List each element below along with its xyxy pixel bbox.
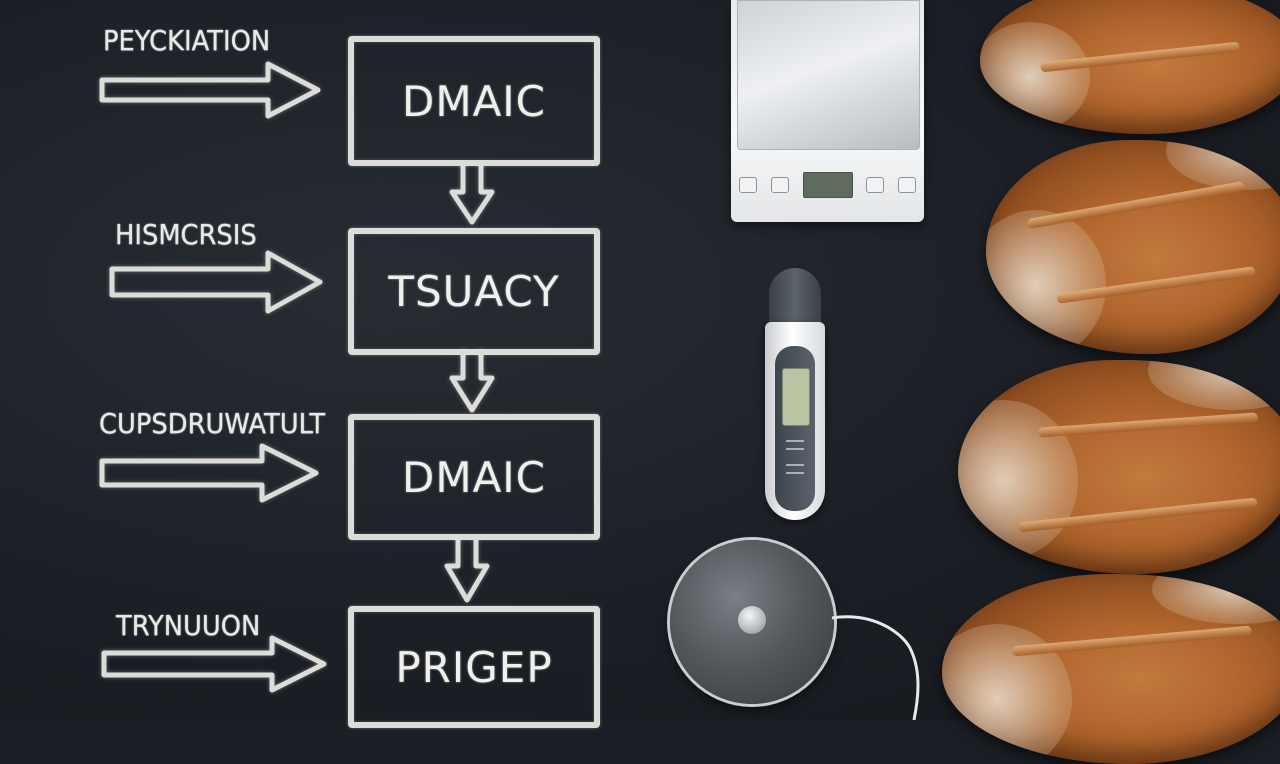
chalk-label-3: CUPSDRUWATULT xyxy=(99,407,326,440)
thermometer-cap xyxy=(769,268,821,328)
scale-button-icon xyxy=(866,177,885,193)
arrow-right-1 xyxy=(99,61,321,119)
arrow-right-3 xyxy=(99,443,319,503)
scale-control-panel xyxy=(739,165,916,205)
scale-button-icon xyxy=(770,177,789,193)
chalk-label-4: TRYNUUON xyxy=(116,609,261,642)
process-step-1: DMAIC xyxy=(348,36,600,166)
thermometer-mark xyxy=(786,464,804,474)
bread-loaf xyxy=(986,140,1280,354)
arrow-down-2 xyxy=(449,349,495,413)
kitchen-scale xyxy=(731,0,924,222)
bread-loaf xyxy=(942,574,1280,764)
bread-loaf xyxy=(980,0,1280,134)
probe-cable xyxy=(831,615,920,720)
process-step-3-label: DMAIC xyxy=(401,452,547,502)
scale-button-icon xyxy=(739,177,757,193)
temperature-probe xyxy=(670,540,834,704)
thermometer-mark xyxy=(786,440,804,450)
process-step-2-label: TSUACY xyxy=(388,267,560,316)
arrow-right-2 xyxy=(109,250,323,314)
digital-thermometer xyxy=(765,268,825,520)
scale-plate xyxy=(737,0,920,150)
thermometer-screen xyxy=(782,368,810,426)
chalk-arrows xyxy=(99,61,495,693)
process-step-4-label: PRIGEP xyxy=(395,642,553,692)
arrow-down-3 xyxy=(444,537,490,603)
arrow-right-4 xyxy=(101,635,327,693)
arrow-down-1 xyxy=(449,162,495,225)
process-step-1-label: DMAIC xyxy=(401,76,547,126)
probe-knob xyxy=(738,606,766,634)
scale-button-icon xyxy=(898,177,916,193)
bread-loaf xyxy=(958,360,1280,574)
scale-display xyxy=(802,172,853,198)
process-step-3: DMAIC xyxy=(348,414,600,540)
process-step-2: TSUACY xyxy=(348,228,600,355)
chalk-label-2: HISMCRSIS xyxy=(115,218,257,251)
chalk-label-1: PEYCKIATION xyxy=(103,24,271,57)
